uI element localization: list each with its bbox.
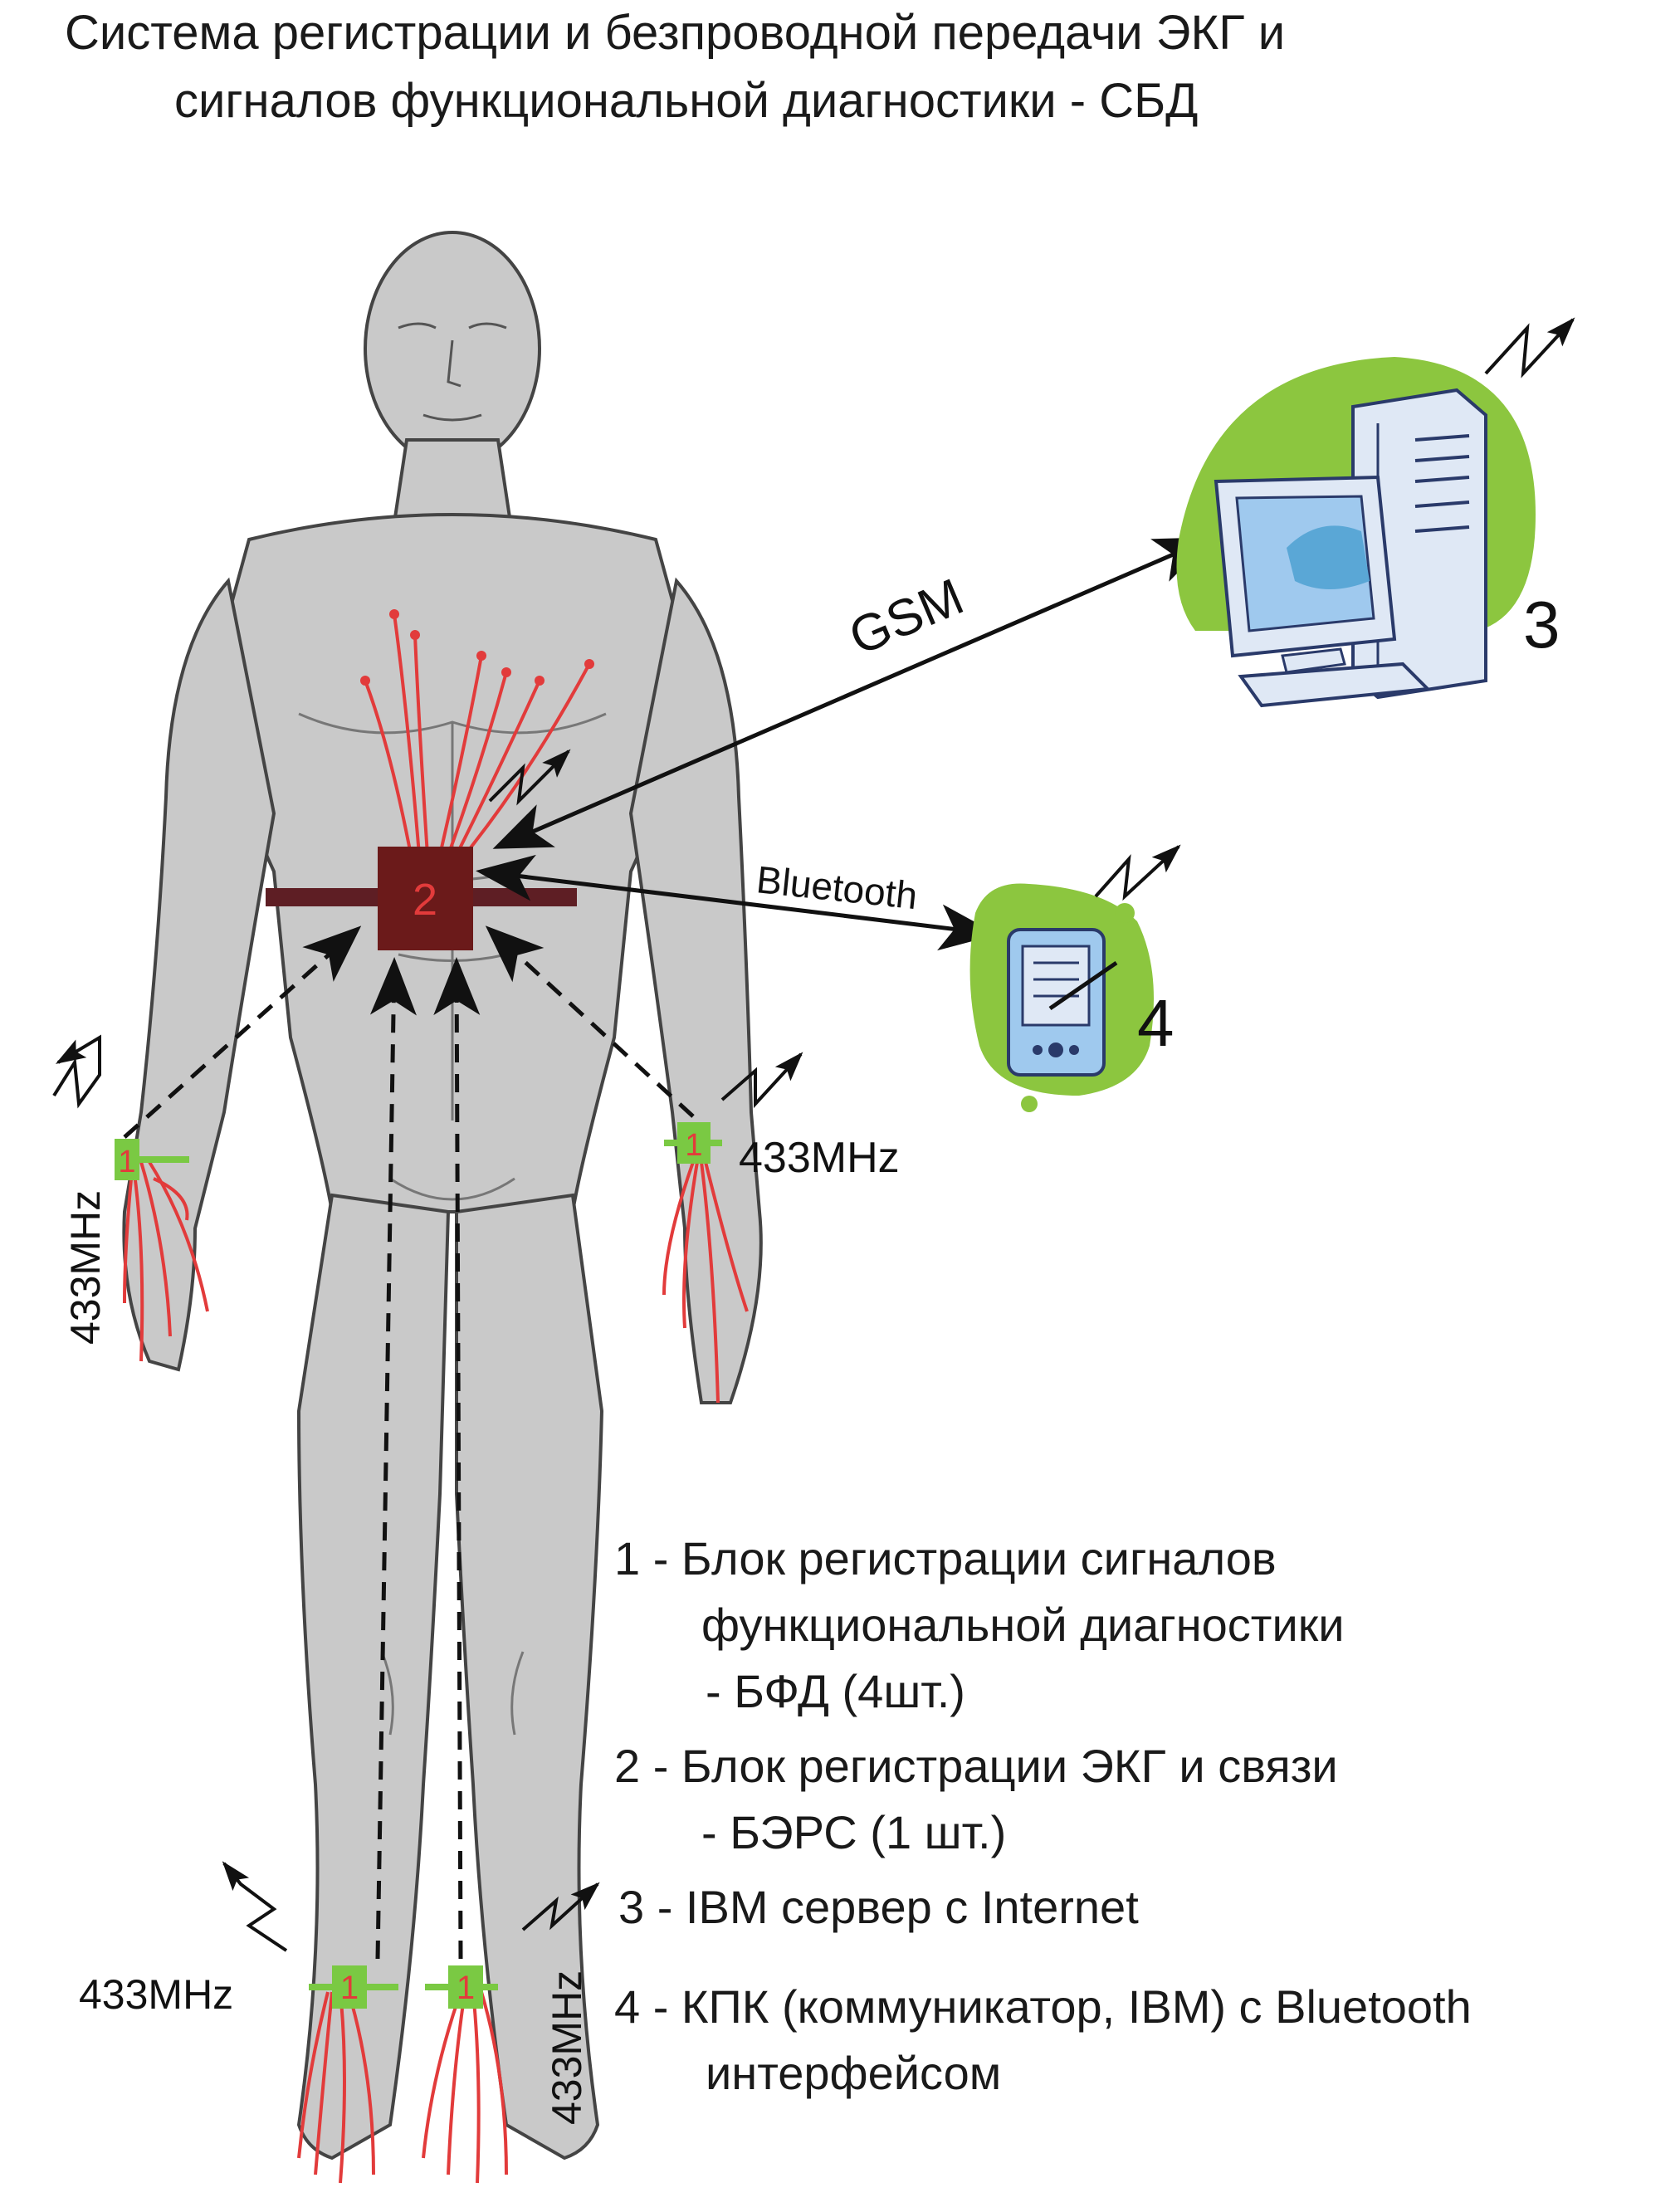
sensor-unit-left-hand: 1 [115, 1139, 189, 1180]
link-right-leg [433, 957, 481, 1960]
legend-item-1-line-2: функциональной диагностики [701, 1599, 1345, 1651]
pda-number: 4 [1137, 986, 1175, 1060]
legend-item-3: 3 - IBM сервер с Internet [618, 1881, 1139, 1933]
svg-text:1: 1 [340, 1970, 359, 2006]
right-hand-wires [662, 1161, 749, 1404]
sensor-unit-right-leg: 1 [425, 1965, 498, 2009]
svg-text:1: 1 [685, 1128, 702, 1163]
link-left-hand [123, 925, 362, 1139]
left-arm [122, 577, 276, 1372]
link-right-hand [485, 925, 695, 1118]
legend-item-4-line-1: 4 - КПК (коммуникатор, IBM) с Bluetooth [614, 1980, 1472, 2033]
title-line-1: Система регистрации и безпроводной перед… [65, 6, 1286, 60]
wireless-signal-icon-right-hand [720, 1052, 803, 1109]
gsm-link [492, 537, 1214, 849]
legend-item-4-line-2: интерфейсом [706, 2047, 1002, 2099]
freq-label-left-leg: 433MHz [79, 1971, 233, 2018]
wireless-signal-icon-left-hand [52, 1034, 101, 1109]
legend-item-1-line-3: - БФД (4шт.) [706, 1665, 965, 1717]
wireless-signal-icon [52, 317, 1575, 1952]
title-line-2: сигналов функциональной диагностики - СБ… [174, 74, 1199, 128]
link-left-leg [369, 957, 417, 1960]
wireless-signal-icon-left-leg [222, 1861, 288, 1952]
pda-icon [969, 883, 1154, 1112]
right-leg [455, 1193, 604, 2161]
svg-text:1: 1 [457, 1970, 475, 2006]
svg-text:1: 1 [118, 1145, 135, 1179]
left-leg [296, 1193, 451, 2161]
bluetooth-link [476, 854, 998, 951]
ecg-unit [378, 847, 473, 950]
wireless-signal-icon-server [1484, 317, 1575, 378]
human-figure [122, 231, 763, 2161]
server-number: 3 [1523, 588, 1560, 662]
left-hand-wires [123, 1160, 209, 1362]
wireless-signal-icon-chest [488, 749, 571, 806]
ecg-unit-number: 2 [413, 875, 437, 925]
legend-item-2-line-2: - БЭРС (1 шт.) [701, 1806, 1007, 1858]
sensor-unit-left-leg: 1 [309, 1965, 398, 2009]
freq-label-right-hand: 433MHz [739, 1134, 900, 1182]
foot-wires [297, 1991, 508, 2184]
freq-label-right-leg: 433MHz [544, 1970, 590, 2125]
face [398, 322, 507, 422]
freq-label-left-hand: 433MHz [62, 1190, 109, 1345]
wireless-signal-icon-right-leg [521, 1882, 600, 1931]
legend-item-1-line-1: 1 - Блок регистрации сигналов [614, 1532, 1277, 1584]
dashed-links [123, 925, 695, 1960]
sensor-unit-right-hand: 1 [664, 1122, 722, 1164]
server-computer-icon [1176, 357, 1536, 708]
wireless-signal-icon-pda [1094, 844, 1181, 901]
neck [392, 438, 513, 525]
legend-item-2-line-1: 2 - Блок регистрации ЭКГ и связи [614, 1740, 1338, 1792]
